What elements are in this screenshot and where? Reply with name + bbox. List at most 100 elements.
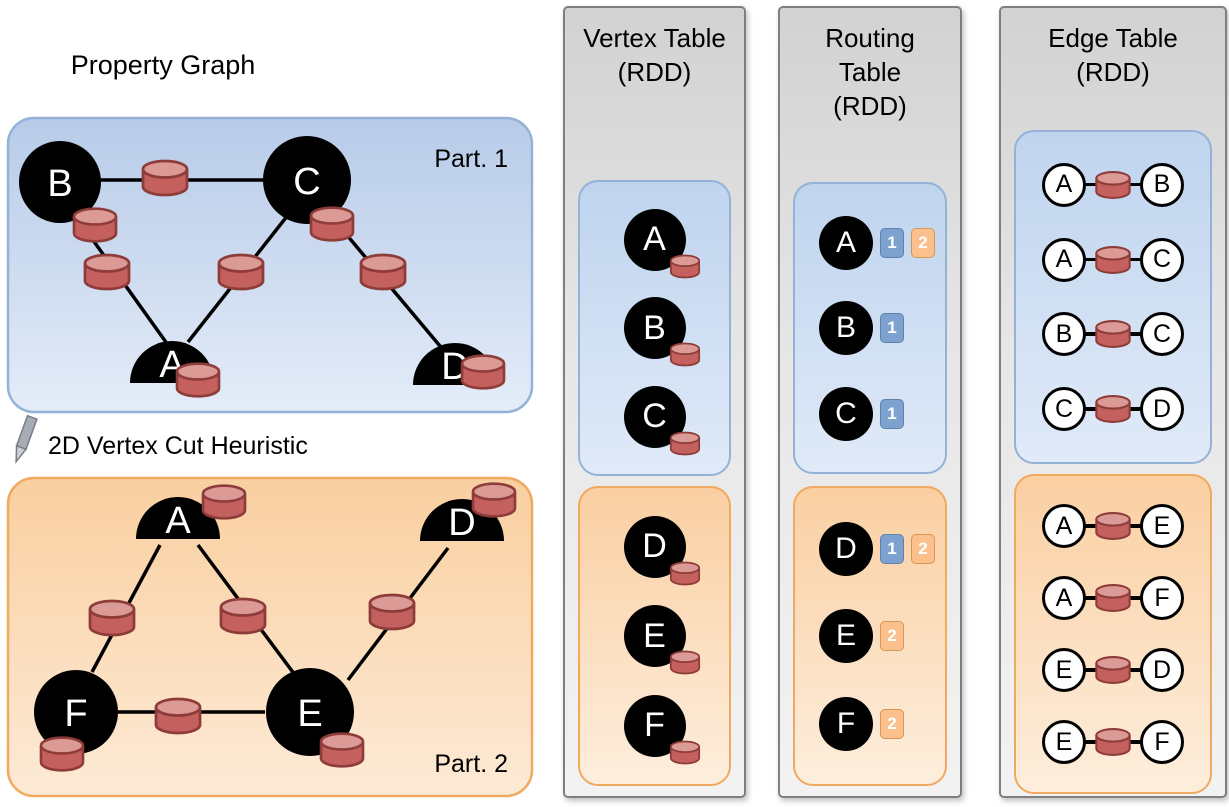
vertex-table-subtitle: (RDD) <box>617 56 692 87</box>
edge-property-cylinder-icon <box>154 697 202 735</box>
edge-property-cylinder-icon <box>1095 170 1131 199</box>
edge-src-vertex: A <box>1042 237 1086 282</box>
edge-property-cylinder-icon <box>1095 320 1131 349</box>
vertex-label: B <box>819 301 873 355</box>
edge-property-cylinder-icon <box>1095 245 1131 274</box>
vertex-label: B <box>47 163 72 205</box>
vertex-property-cylinder-icon <box>460 354 506 390</box>
vertex-label: E <box>819 609 873 663</box>
edge-dst-vertex: D <box>1140 387 1184 432</box>
partition-2: Part. 2 A D F E <box>6 476 534 798</box>
partition-badge: 2 <box>911 227 935 258</box>
partition-badge: 2 <box>911 533 935 564</box>
edge-property-cylinder-icon <box>1095 512 1131 540</box>
partition-2-label: Part. 2 <box>434 750 508 778</box>
edge-table-column: Edge Table (RDD) A B A C B <box>999 6 1227 798</box>
vertex-table-partition-2: D E F <box>578 486 731 786</box>
edge-connector <box>1080 580 1146 616</box>
vertex-property-cylinder-icon <box>669 561 700 585</box>
vertex-property-cylinder-icon <box>669 342 700 367</box>
edge-row: A B <box>1042 162 1184 207</box>
partition-2-box <box>6 476 534 798</box>
vertex-property-cylinder-icon <box>309 206 355 242</box>
partition-badge: 1 <box>880 313 904 343</box>
edge-dst-vertex: E <box>1140 504 1184 548</box>
partition-badge: 2 <box>880 708 904 739</box>
edge-src-vertex: C <box>1042 387 1086 432</box>
vertex-property-cylinder-icon <box>669 254 700 278</box>
vertex-property-cylinder-icon <box>669 431 700 455</box>
vertex-label: A <box>165 500 191 542</box>
vertex-item: C <box>623 385 700 455</box>
vertex-property-cylinder-icon <box>669 740 700 764</box>
heuristic-label: 2D Vertex Cut Heuristic <box>48 432 308 460</box>
vertex-property-cylinder-icon <box>201 484 247 520</box>
partition-badge: 2 <box>880 621 904 651</box>
edge-table-title: Edge Table (RDD) <box>1001 8 1225 90</box>
edge-connector <box>1080 652 1146 688</box>
property-graph-panel: Property Graph Part. 1 B C A D <box>6 50 534 798</box>
edge-row: E F <box>1042 720 1184 764</box>
edge-property-cylinder-icon <box>1095 656 1131 684</box>
vertex-table-title-text: Vertex Table <box>583 23 726 53</box>
vertex-property-cylinder-icon <box>72 207 118 243</box>
edge-src-vertex: B <box>1042 312 1086 357</box>
vertex-property-cylinder-icon <box>669 650 700 675</box>
edge-property-cylinder-icon <box>1095 728 1131 756</box>
edge-table-partition-2: A E A F E D <box>1014 474 1212 794</box>
edge-table-partition-1: A B A C B C <box>1014 130 1212 464</box>
routing-row: E 2 <box>819 609 945 663</box>
edge-property-cylinder-icon <box>141 159 189 197</box>
vertex-table-column: Vertex Table (RDD) A B C D E <box>563 6 746 798</box>
vertex-shape <box>136 497 220 539</box>
edge-row: C D <box>1042 387 1184 432</box>
vertex-item: F <box>623 694 700 764</box>
edge-connector <box>1080 167 1146 203</box>
vertex-property-cylinder-icon <box>319 732 365 768</box>
edge-connector <box>1080 508 1146 544</box>
edge-dst-vertex: B <box>1140 162 1184 207</box>
heuristic-annotation: 2D Vertex Cut Heuristic <box>15 414 308 464</box>
edge-table-title-text: Edge Table <box>1048 23 1178 53</box>
edge-src-vertex: A <box>1042 162 1086 207</box>
vertex-property-cylinder-icon <box>39 736 85 772</box>
edge-property-cylinder-icon <box>88 599 136 637</box>
vertex-label: C <box>293 161 320 203</box>
edge-src-vertex: A <box>1042 504 1086 548</box>
vertex-item: D <box>623 515 700 585</box>
edge-property-cylinder-icon <box>83 253 131 291</box>
routing-row: F 2 <box>819 696 945 751</box>
edge-row: A E <box>1042 504 1184 548</box>
edge-table-subtitle: (RDD) <box>1076 56 1150 87</box>
vertex-shape <box>34 670 118 754</box>
vertex-table-partition-1: A B C <box>578 180 731 476</box>
vertex-property-cylinder-icon <box>175 362 221 398</box>
routing-table-title-text: Routing Table <box>825 23 915 87</box>
edge-row: B C <box>1042 312 1184 357</box>
edge-connector <box>1080 391 1146 427</box>
pencil-icon <box>15 414 38 464</box>
routing-row: A 1 2 <box>819 215 945 270</box>
vertex-item: A <box>623 208 700 278</box>
edge-dst-vertex: F <box>1140 576 1184 620</box>
edge-property-cylinder-icon <box>368 593 416 631</box>
vertex-label: E <box>297 693 322 735</box>
property-graph-title: Property Graph <box>71 50 256 80</box>
vertex-label: D <box>819 521 873 576</box>
routing-row: D 1 2 <box>819 521 945 576</box>
vertex-shape <box>19 141 101 223</box>
vertex-item: E <box>623 605 700 675</box>
vertex-label: B <box>643 308 666 347</box>
routing-table-partition-2: D 1 2 E 2 F 2 <box>793 486 947 786</box>
partition-badge: 1 <box>880 227 904 258</box>
vertex-label: F <box>819 696 873 751</box>
edge-src-vertex: A <box>1042 576 1086 620</box>
edge-property-cylinder-icon <box>217 253 265 291</box>
edge-connector <box>1080 316 1146 352</box>
edge-dst-vertex: C <box>1140 312 1184 357</box>
routing-table-subtitle: (RDD) <box>833 90 907 121</box>
vertex-label: D <box>642 527 667 565</box>
vertex-label: D <box>448 502 475 544</box>
routing-table-title: Routing Table (RDD) <box>780 8 960 123</box>
edge-row: E D <box>1042 648 1184 692</box>
